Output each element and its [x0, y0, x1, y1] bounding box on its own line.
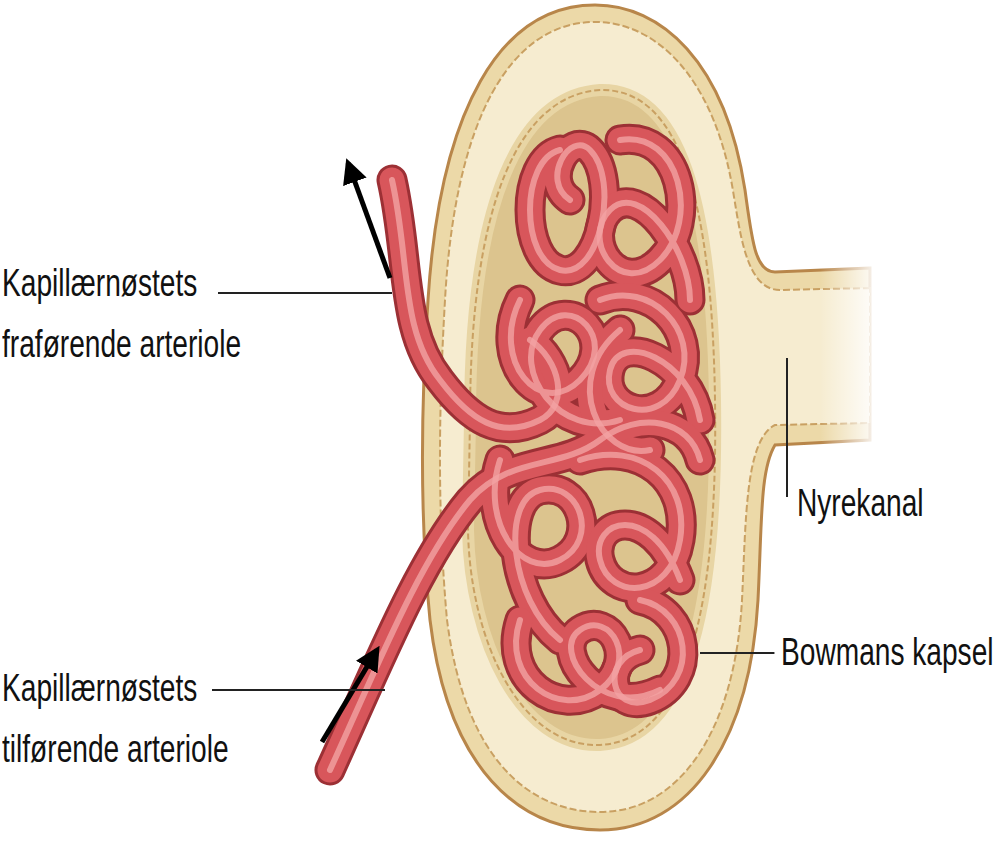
part-label: Kapillærnøstets fraførende arteriole — [2, 253, 283, 375]
part-label: Bowmans kapsel — [781, 622, 994, 683]
part-label: Kapillærnøstets tilførende arteriole — [2, 658, 283, 780]
flow-arrow — [348, 163, 390, 278]
leader-line — [218, 292, 392, 294]
part-label: Nyrekanal — [797, 473, 924, 534]
leader-line — [212, 689, 385, 691]
capillary-tuft — [330, 139, 700, 770]
leader-line — [700, 652, 774, 654]
leader-line — [786, 358, 788, 497]
tubule-fade — [820, 260, 880, 450]
flow-arrow — [322, 650, 377, 742]
